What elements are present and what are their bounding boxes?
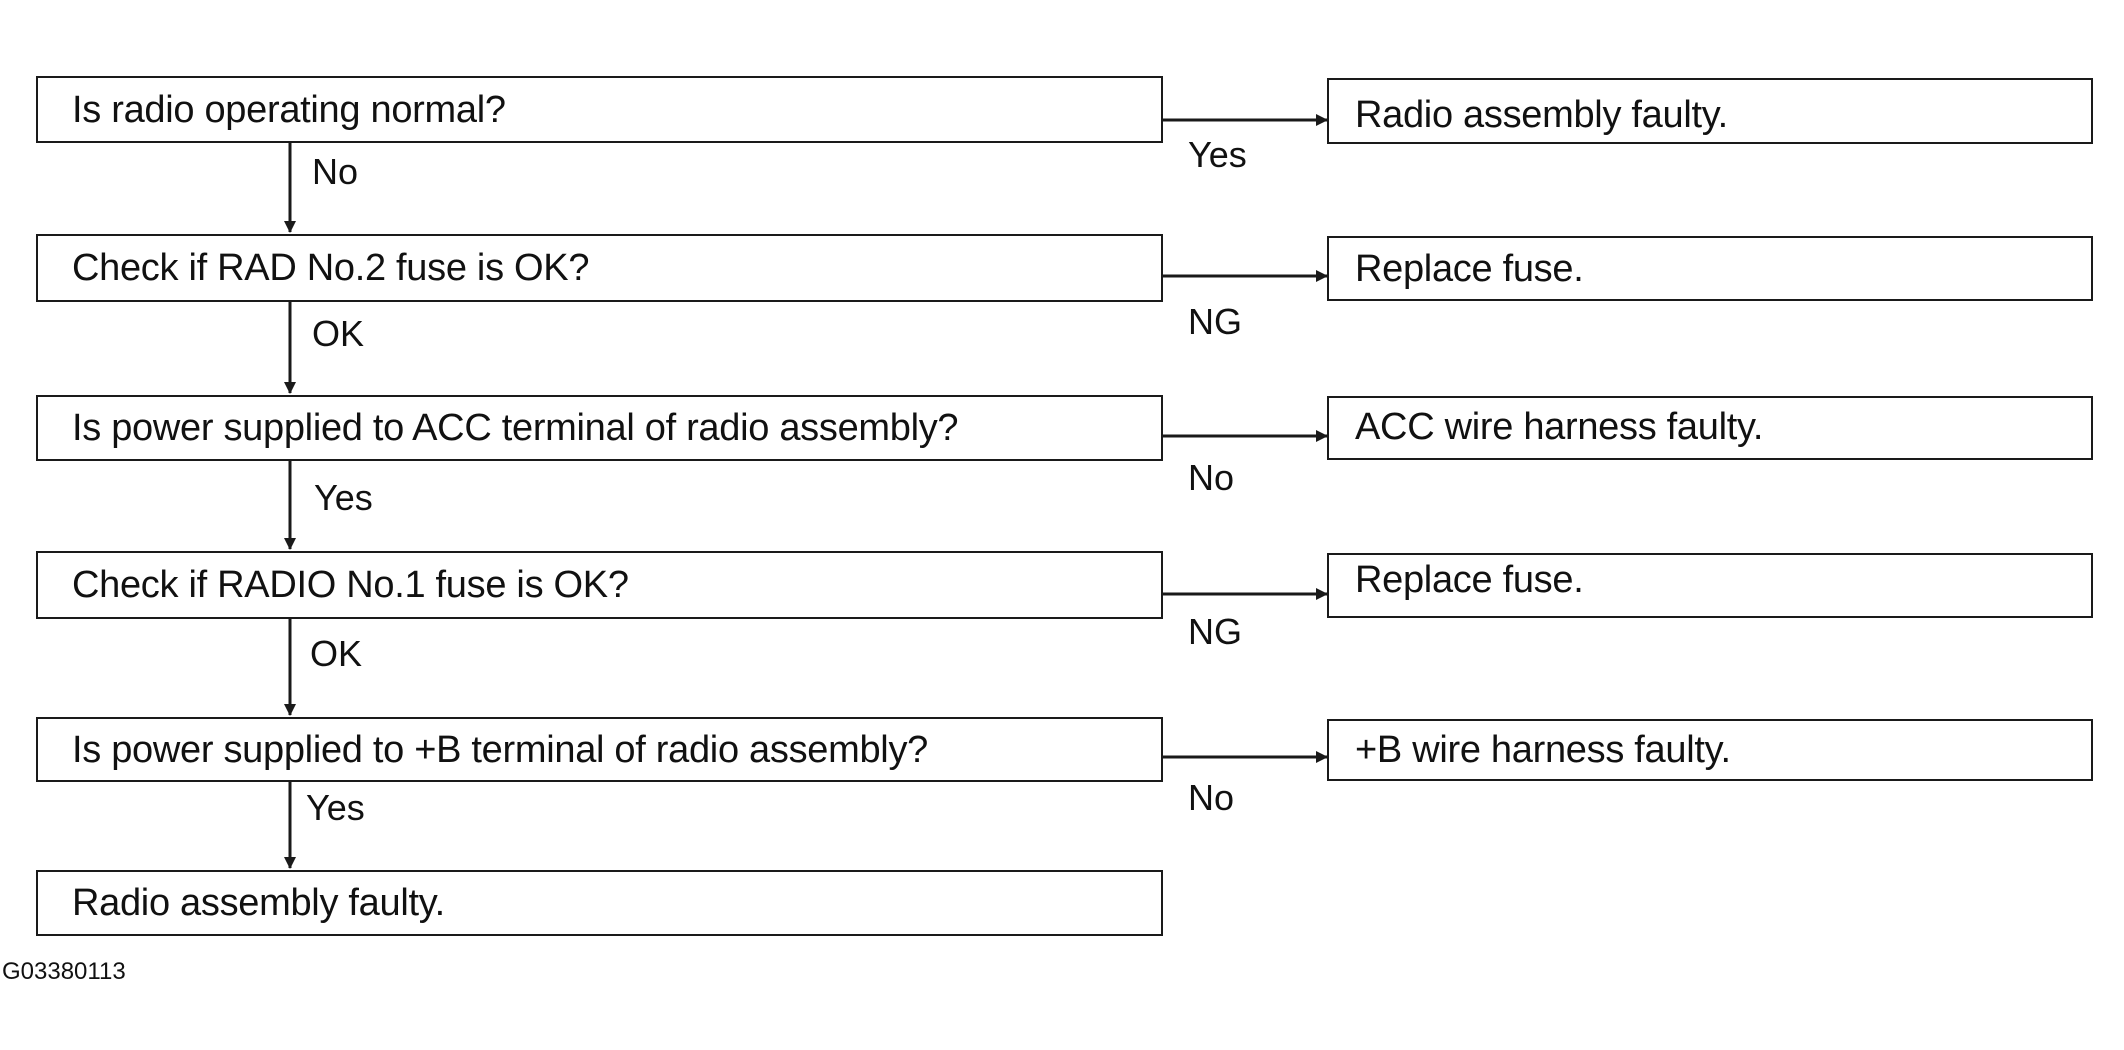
figure-code: G03380113 xyxy=(2,958,126,985)
right-label-4: NG xyxy=(1188,611,1242,652)
question-box-1: Is radio operating normal? xyxy=(36,76,1163,143)
down-label-3: Yes xyxy=(314,477,373,518)
result-box-3: ACC wire harness faulty. xyxy=(1327,396,2093,460)
down-label-1: No xyxy=(312,151,359,192)
down-label-5: Yes xyxy=(306,787,365,828)
question-box-4: Check if RADIO No.1 fuse is OK? xyxy=(36,551,1163,619)
right-label-1: Yes xyxy=(1188,134,1247,175)
question-box-2: Check if RAD No.2 fuse is OK? xyxy=(36,234,1163,302)
question-box-3: Is power supplied to ACC terminal of rad… xyxy=(36,395,1163,461)
down-label-4: OK xyxy=(310,633,363,674)
right-label-2: NG xyxy=(1188,301,1242,342)
result-box-1: Radio assembly faulty. xyxy=(1327,78,2093,144)
question-box-5: Is power supplied to +B terminal of radi… xyxy=(36,717,1163,782)
result-box-4: Replace fuse. xyxy=(1327,553,2093,618)
right-label-3: No xyxy=(1188,457,1235,498)
result-box-2: Replace fuse. xyxy=(1327,236,2093,301)
result-box-5: +B wire harness faulty. xyxy=(1327,719,2093,781)
right-label-5: No xyxy=(1188,777,1235,818)
final-result-box: Radio assembly faulty. xyxy=(36,870,1163,936)
down-label-2: OK xyxy=(312,313,365,354)
